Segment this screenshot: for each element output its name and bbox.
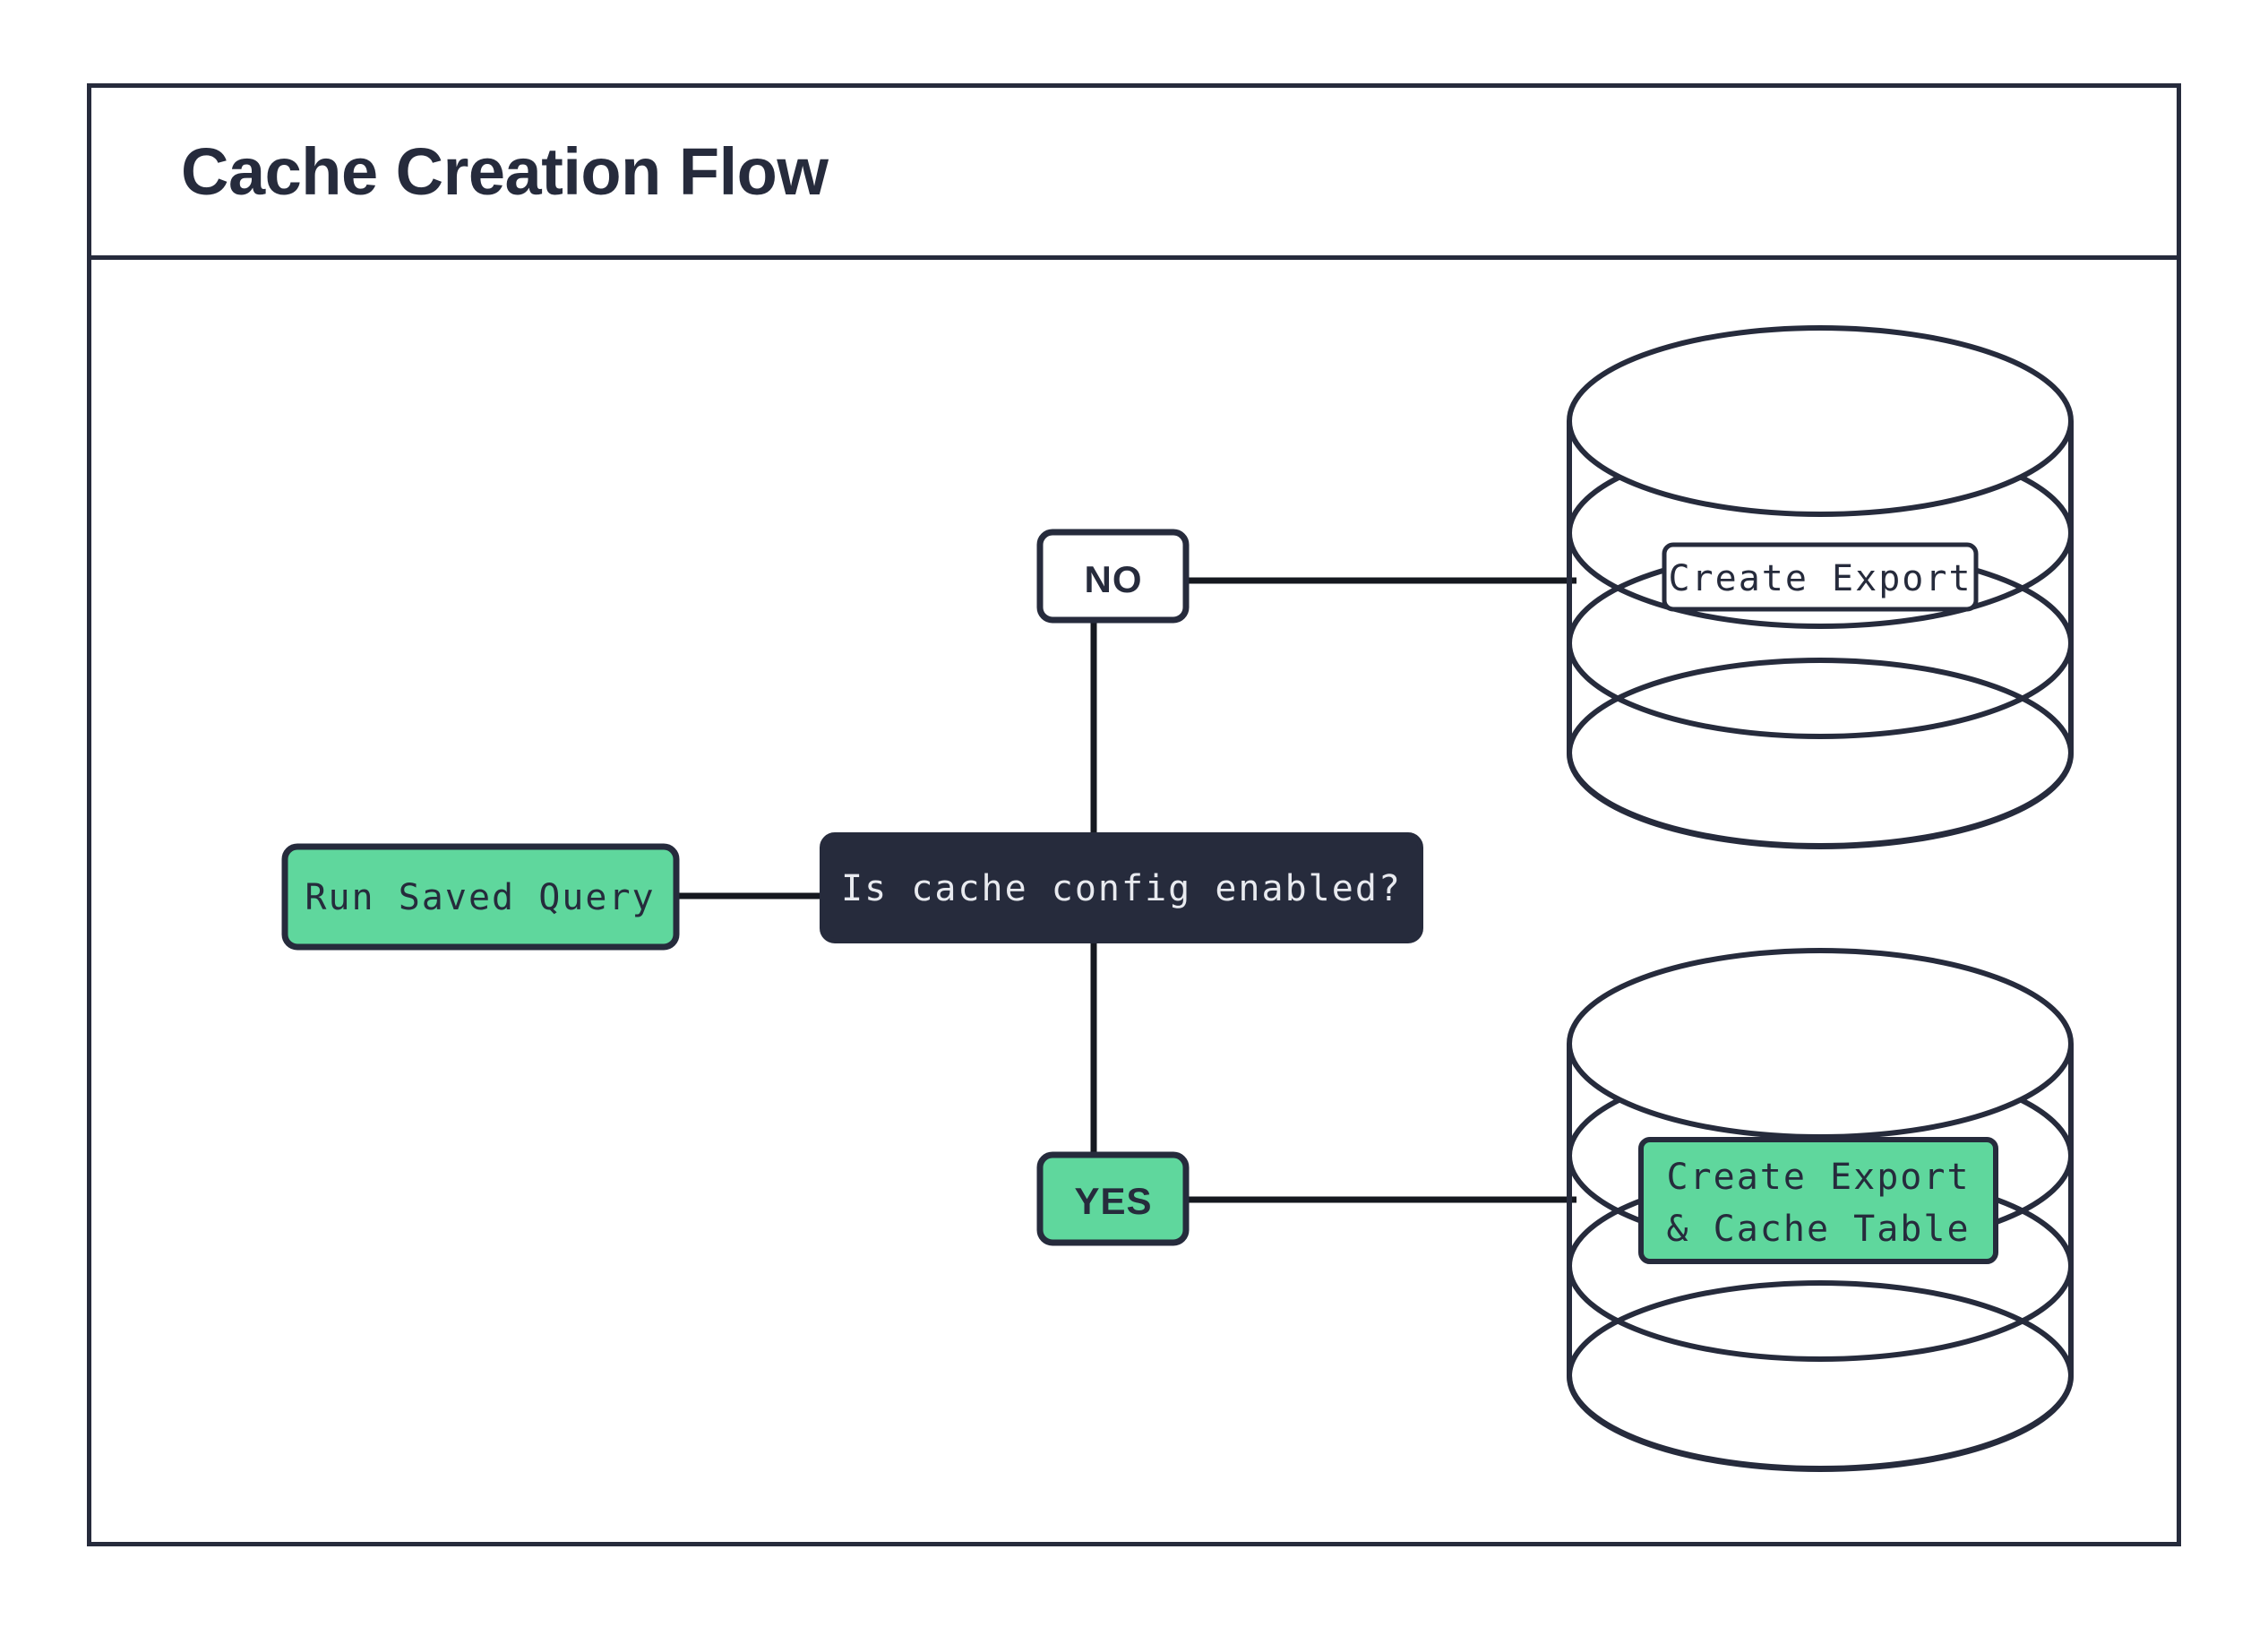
branch-no-label: NO — [1085, 558, 1143, 600]
node-branch-yes[interactable]: YES — [1036, 1151, 1190, 1246]
node-run-saved-query[interactable]: Run Saved Query — [281, 843, 680, 951]
database-cylinder-export-cache: Create Export & Cache Table — [1567, 948, 2074, 1472]
export-cache-db-label-line1: Create Export — [1666, 1157, 1970, 1198]
node-decision-cache-config[interactable]: Is cache config enabled? — [820, 832, 1423, 943]
node-branch-no[interactable]: NO — [1036, 529, 1190, 624]
export-db-label: Create Export — [1668, 558, 1972, 599]
page-title: Cache Creation Flow — [181, 134, 829, 209]
branch-yes-label: YES — [1074, 1180, 1152, 1222]
export-cache-db-label-line2: & Cache Table — [1666, 1209, 1970, 1250]
decision-label: Is cache config enabled? — [841, 868, 1402, 909]
database-label-export: Create Export — [1662, 542, 1979, 612]
database-label-export-cache: Create Export & Cache Table — [1638, 1137, 1998, 1264]
run-saved-query-label: Run Saved Query — [305, 877, 655, 918]
diagram-title-bar: Cache Creation Flow — [91, 88, 2177, 260]
database-cylinder-export: Create Export — [1567, 325, 2074, 849]
